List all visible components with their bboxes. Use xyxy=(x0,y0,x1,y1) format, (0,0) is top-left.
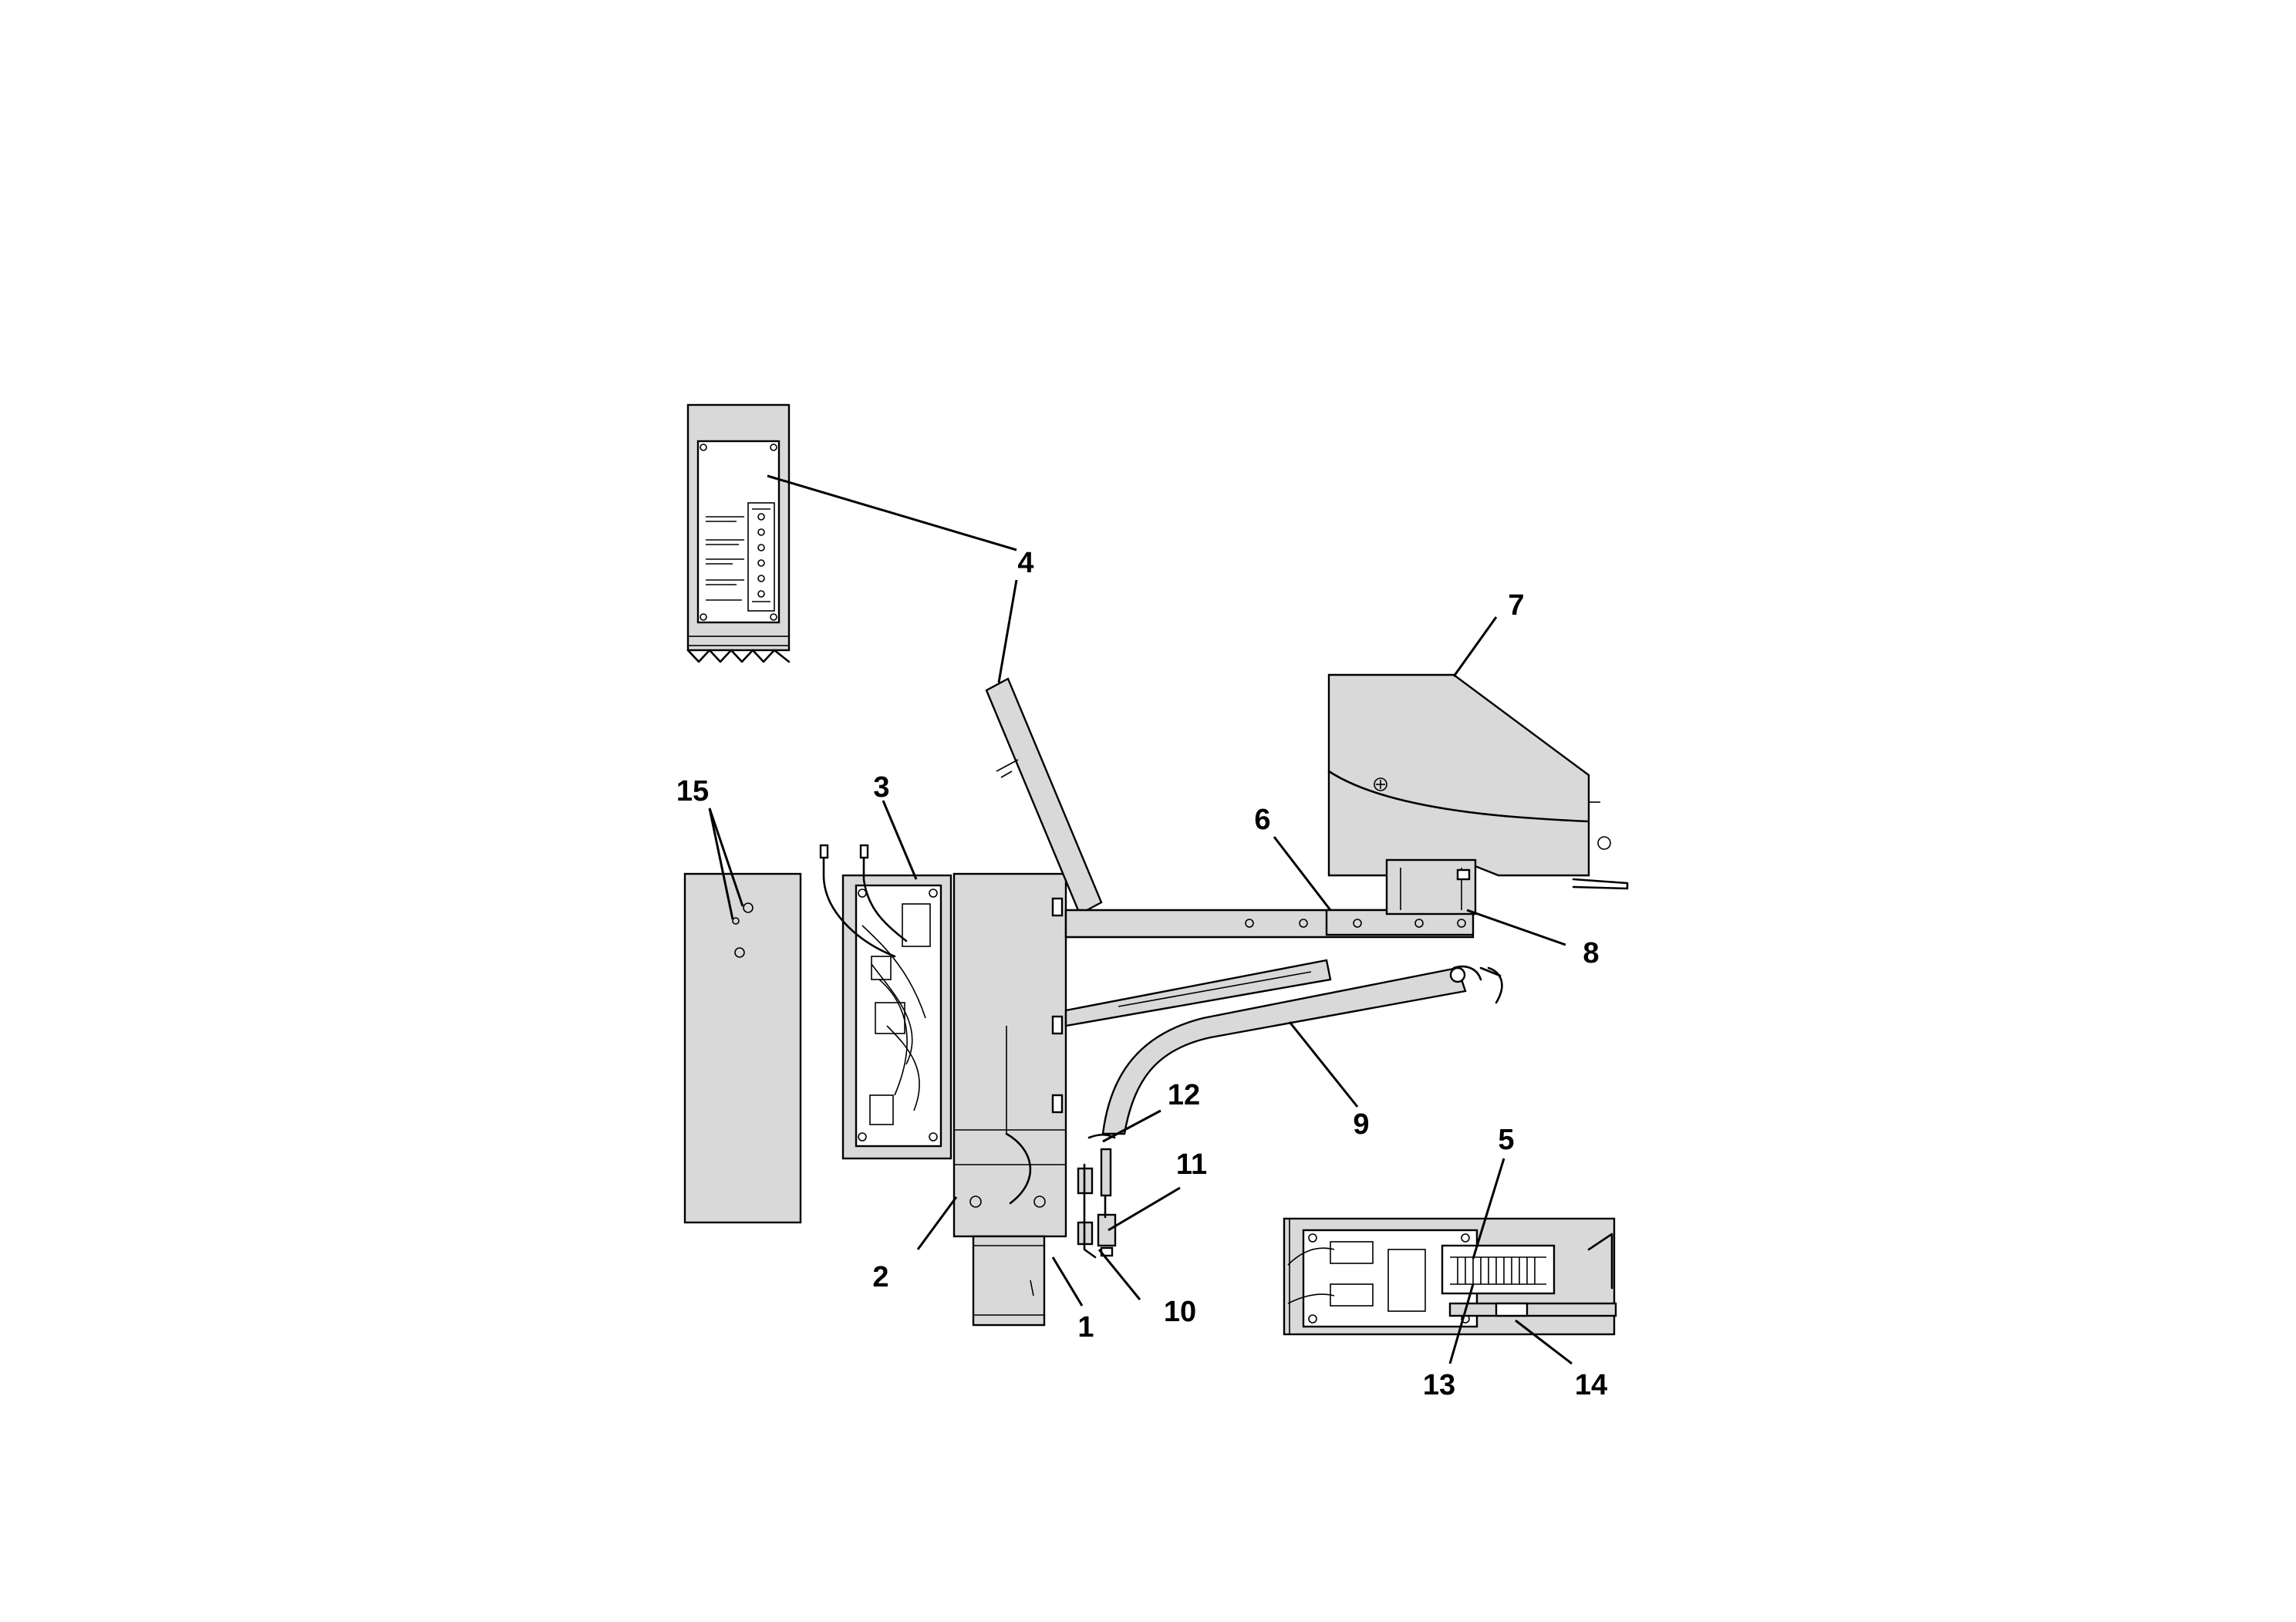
lower-arm xyxy=(1064,959,1503,1135)
controller-panel-detail xyxy=(1283,1217,1617,1336)
callout-11: 11 xyxy=(1176,1148,1207,1181)
callout-1: 1 xyxy=(1077,1311,1094,1344)
decal-panel-detail xyxy=(686,403,791,663)
upper-arm xyxy=(1064,909,1475,939)
side-panel xyxy=(683,872,802,1224)
callout-2: 2 xyxy=(872,1261,888,1293)
callout-14: 14 xyxy=(1575,1369,1607,1401)
callout-12: 12 xyxy=(1168,1079,1200,1111)
callout-9: 9 xyxy=(1353,1108,1369,1141)
callout-15: 15 xyxy=(676,775,709,808)
callout-5: 5 xyxy=(1498,1124,1514,1156)
callout-4: 4 xyxy=(1017,547,1033,579)
fittings xyxy=(1077,1133,1117,1259)
callout-13: 13 xyxy=(1423,1369,1455,1401)
post xyxy=(972,1235,1046,1327)
callout-8: 8 xyxy=(1583,937,1599,969)
leader-lines xyxy=(708,474,1573,1365)
callout-6: 6 xyxy=(1254,804,1270,836)
column-housing xyxy=(952,872,1067,1238)
callout-labels: 1 2 3 4 5 6 7 8 9 10 11 12 13 14 15 xyxy=(676,547,1607,1401)
callout-7: 7 xyxy=(1508,589,1524,622)
control-box-open xyxy=(819,844,952,1160)
callout-10: 10 xyxy=(1164,1296,1196,1328)
callout-3: 3 xyxy=(873,771,889,804)
lid xyxy=(985,677,1103,916)
head-unit xyxy=(1327,673,1629,916)
